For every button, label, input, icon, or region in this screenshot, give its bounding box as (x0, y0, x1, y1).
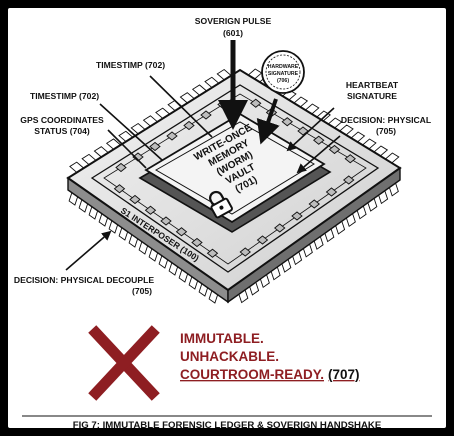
decouple-leader (65, 230, 112, 271)
chip-pad (149, 141, 161, 152)
timestimp-lower-label: TIMESTIMP (702) (30, 91, 99, 101)
padlock-icon (209, 190, 234, 219)
decouple-label-line-1: DECISION: PHYSICAL DECOUPLE (14, 275, 154, 285)
heartbeat-leader (286, 107, 335, 152)
chip-pads (113, 98, 356, 258)
chip-pad (191, 237, 203, 248)
chip-pad (132, 152, 144, 162)
timestimp-upper-leader (149, 75, 213, 138)
hw-sig-line-1: HARDWARE (268, 64, 299, 70)
chip-pad (175, 227, 188, 237)
statement-line-3: COURTROOM-READY. (707) (180, 367, 360, 382)
chip-pad (343, 175, 355, 185)
statement-line-3-text: COURTROOM-READY. (180, 367, 324, 382)
chip-pad (115, 162, 127, 173)
chip-pad (291, 211, 303, 221)
timestimp-lower-leader (99, 103, 163, 161)
statement-line-3-ref: (707) (328, 367, 360, 382)
chip-pad (166, 131, 178, 141)
statement-line-2: UNHACKABLE. (180, 349, 279, 364)
statement-line-1: IMMUTABLE. (180, 331, 264, 346)
decouple-label-line-2: (705) (132, 286, 152, 296)
timestimp-upper-label: TIMESTIMP (702) (96, 60, 165, 70)
chip-pad (256, 235, 269, 245)
gps-label-line-2: STATUS (704) (34, 126, 90, 136)
chip-pad (328, 144, 341, 155)
gps-label-line-1: GPS COORDINATES (20, 115, 104, 125)
hardware-signature-badge: HARDWARE SIGNATURE (706) (261, 50, 305, 94)
chip-pad (160, 216, 172, 226)
hw-sig-num: (706) (277, 78, 289, 84)
chip-pad (281, 117, 293, 127)
chip-pad (183, 120, 195, 131)
x-mark-icon (88, 325, 160, 401)
hw-signature-leader (256, 98, 280, 145)
chip-inner-ring-2 (103, 93, 367, 265)
chip-pad (313, 135, 325, 145)
decision-phys-label-line-1: DECISION: PHYSICAL (341, 115, 431, 125)
chip-pad (250, 98, 262, 108)
chip-pad (113, 184, 126, 194)
chip-pad (325, 187, 338, 197)
chip-pad (144, 205, 157, 215)
decision-phys-label-line-2: (705) (376, 126, 396, 136)
chip-pad (206, 248, 219, 258)
chip-pad (239, 247, 251, 257)
decision-phys-leader (296, 135, 341, 174)
hw-sig-line-2: SIGNATURE (268, 71, 299, 77)
soverign-pulse-label: SOVERIGN PULSE (195, 16, 272, 26)
chip-pad (344, 154, 356, 164)
figure-caption: FIG 7: IMMUTABLE FORENSIC LEDGER & SOVER… (73, 420, 382, 431)
gps-leader (107, 129, 147, 169)
chip-pad (308, 199, 320, 209)
leader-lines (65, 40, 341, 271)
heartbeat-label-line-1: HEARTBEAT (346, 80, 399, 90)
chip-pad (274, 223, 286, 233)
heartbeat-label-line-2: SIGNATURE (347, 91, 397, 101)
chip-pad (129, 194, 141, 205)
soverign-pulse-num: (601) (223, 28, 243, 38)
chip-pad (200, 110, 212, 120)
